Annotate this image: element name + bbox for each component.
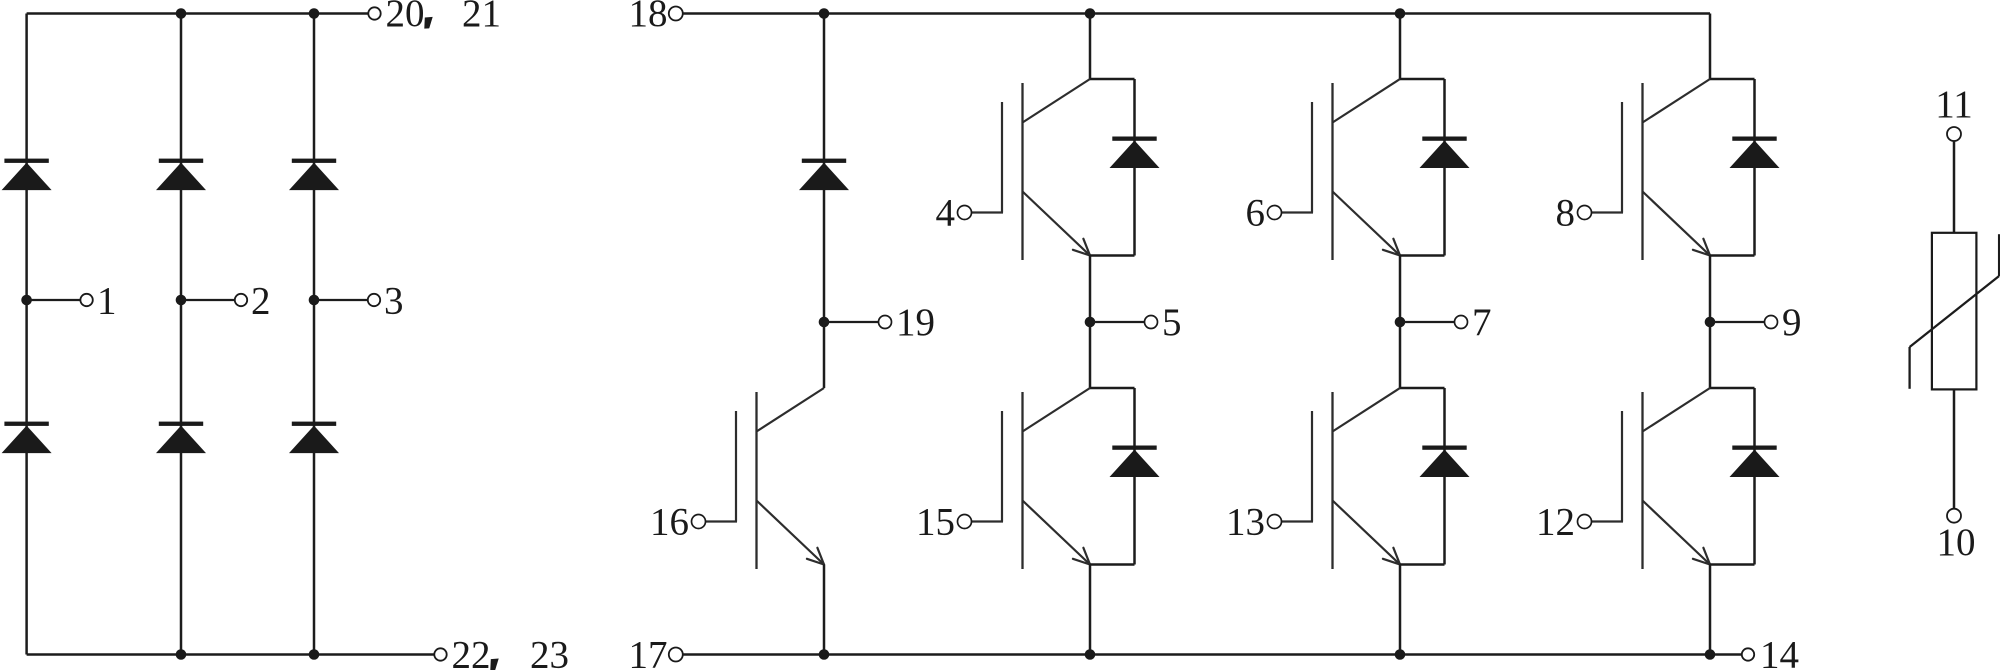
svg-text:22: 22 — [452, 634, 491, 670]
svg-text:10: 10 — [1937, 521, 1976, 564]
svg-text:13: 13 — [1226, 501, 1265, 544]
svg-text:12: 12 — [1536, 501, 1575, 544]
svg-text:21: 21 — [462, 0, 501, 35]
svg-text:2: 2 — [251, 279, 271, 322]
svg-text:9: 9 — [1782, 301, 1802, 344]
svg-text:1: 1 — [97, 279, 117, 322]
svg-text:20: 20 — [386, 0, 425, 35]
svg-text:15: 15 — [916, 501, 955, 544]
svg-text:17: 17 — [629, 634, 668, 670]
svg-text:16: 16 — [650, 501, 689, 544]
svg-text:8: 8 — [1556, 192, 1576, 235]
svg-text:6: 6 — [1246, 192, 1266, 235]
svg-text:19: 19 — [896, 301, 935, 344]
svg-text:3: 3 — [384, 279, 404, 322]
svg-text:11: 11 — [1935, 83, 1973, 126]
svg-text:18: 18 — [629, 0, 668, 35]
svg-text:4: 4 — [936, 192, 956, 235]
svg-text:5: 5 — [1162, 301, 1182, 344]
svg-text:14: 14 — [1760, 634, 1799, 670]
svg-text:7: 7 — [1472, 301, 1492, 344]
svg-text:23: 23 — [530, 634, 569, 670]
